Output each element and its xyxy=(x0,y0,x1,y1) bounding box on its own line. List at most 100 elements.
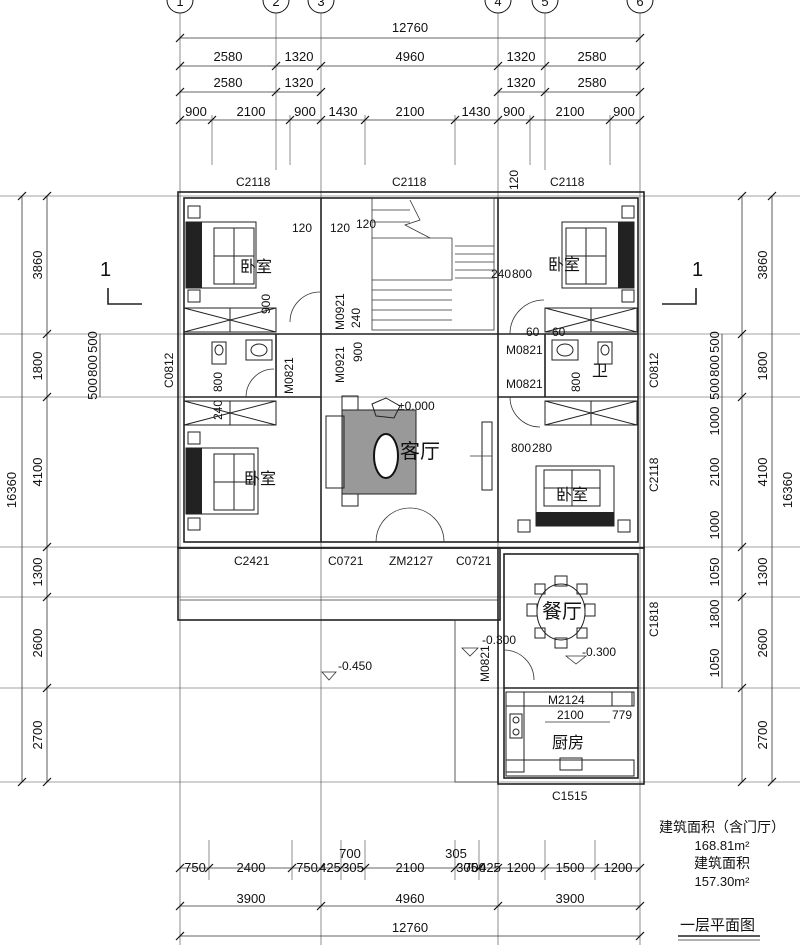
axis-4-label: 4 xyxy=(494,0,501,9)
dim-800-a: 800 xyxy=(211,372,225,392)
dim-left-6: 2700 xyxy=(30,721,45,750)
dim-right-dining-2: 1800 xyxy=(707,600,722,629)
dim-120-a: 120 xyxy=(292,221,312,235)
win-c0721-l: C0721 xyxy=(328,554,364,568)
dim-top-r3-7: 900 xyxy=(503,104,525,119)
win-c2118-r: C2118 xyxy=(647,457,661,492)
section-left-label: 1 xyxy=(100,259,111,281)
area-value-1: 168.81m² xyxy=(695,838,751,853)
dim-left-3: 4100 xyxy=(30,458,45,487)
dim-bot-7: 305 xyxy=(456,860,478,875)
dim-left-5: 2600 xyxy=(30,629,45,658)
win-c2118-tl: C2118 xyxy=(236,175,271,189)
dim-top-r3-1: 900 xyxy=(185,104,207,119)
section-right-label: 1 xyxy=(692,259,703,281)
dim-800-c: 800 xyxy=(569,372,583,392)
dim-top-r1-3: 4960 xyxy=(396,49,425,64)
win-c1818: C1818 xyxy=(647,601,661,637)
section-marks: 1 1 xyxy=(100,259,703,305)
drawing-title: 一层平面图 xyxy=(680,917,755,934)
area-value-2: 157.30m² xyxy=(695,874,751,889)
bedroom-bottom-left: 卧室 240 xyxy=(183,400,277,531)
dim-right-6: 2700 xyxy=(755,721,770,750)
win-c0812-l: C0812 xyxy=(162,352,176,388)
door-m0921-b: M0921 xyxy=(333,346,347,383)
dim-top-r1-4: 1320 xyxy=(507,49,536,64)
door-m0821-l: M0821 xyxy=(282,357,296,394)
bathroom-left: 800 xyxy=(211,339,275,398)
room-bedroom-top-right: 卧室 xyxy=(548,256,580,274)
dim-left-bath-1: 500 xyxy=(85,331,100,353)
bathroom-right: 卫 60 60 800 xyxy=(526,325,613,392)
dim-top-r3-2: 2100 xyxy=(237,104,266,119)
win-c1515: C1515 xyxy=(552,789,588,803)
bedroom-top-left: 卧室 120 120 900 xyxy=(183,205,350,333)
dim-bot-10: 1200 xyxy=(507,860,536,875)
right-dimensions: 16360 3860 1800 4100 1300 2600 2700 500 … xyxy=(707,191,795,787)
level-side: -0.300 xyxy=(582,645,616,659)
top-dimensions: 12760 2580 1320 4960 1320 2580 2580 1320… xyxy=(175,20,645,125)
dim-right-bed-2: 2100 xyxy=(707,458,722,487)
dim-120-d: 120 xyxy=(356,217,376,231)
win-c2118-tm: C2118 xyxy=(392,175,427,189)
dim-bot-extra-1: 700 xyxy=(339,846,361,861)
bedroom-bottom-right: 卧室 800 280 xyxy=(509,396,638,533)
walls xyxy=(177,191,645,785)
dim-bot-8: 700 xyxy=(464,860,486,875)
dim-bot-r2-2: 4960 xyxy=(396,891,425,906)
dim-left-bath-2: 800 xyxy=(85,355,100,377)
dim-bot-12: 1200 xyxy=(604,860,633,875)
dim-top-r3-4: 1430 xyxy=(329,104,358,119)
dim-right-bed-3: 1000 xyxy=(707,511,722,540)
dim-top-r2-3: 1320 xyxy=(507,75,536,90)
dim-900-a: 900 xyxy=(259,294,273,314)
level-dining: -0.300 xyxy=(482,633,516,647)
dim-left-4: 1300 xyxy=(30,558,45,587)
bedroom-top-right: 卧室 120 240 800 xyxy=(491,170,638,335)
dim-60-b: 60 xyxy=(552,325,566,339)
dim-bot-r2-1: 3900 xyxy=(237,891,266,906)
dim-280: 280 xyxy=(532,441,552,455)
dim-left-2: 1800 xyxy=(30,352,45,381)
living-room: 客厅 ±0.000 240 900 xyxy=(325,308,493,543)
dim-120-b: 120 xyxy=(330,221,350,235)
dim-right-bath-3: 500 xyxy=(707,378,722,400)
level-living: ±0.000 xyxy=(398,399,435,413)
dim-bot-9: 425 xyxy=(479,860,501,875)
dim-bot-overall: 12760 xyxy=(392,920,428,935)
dim-top-r3-6: 1430 xyxy=(462,104,491,119)
dim-top-overall: 12760 xyxy=(392,20,428,35)
dim-bot-2: 2400 xyxy=(237,860,266,875)
area-label-2: 建筑面积 xyxy=(694,855,750,871)
dim-bot-5: 305 xyxy=(342,860,364,875)
level-marks: -0.450 -0.300 xyxy=(321,633,516,681)
dim-left-bath-3: 500 xyxy=(85,378,100,400)
dim-top-r1-5: 2580 xyxy=(578,49,607,64)
coffee-table xyxy=(373,433,399,479)
dining-room: 餐厅 -0.300 xyxy=(503,575,616,681)
room-dining: 餐厅 xyxy=(542,600,582,623)
dim-240-a: 240 xyxy=(349,308,363,328)
axis-3-label: 3 xyxy=(317,0,324,9)
dim-right-bed-1: 1000 xyxy=(707,407,722,436)
staircase: 120 xyxy=(356,197,495,331)
dim-bot-1: 750 xyxy=(184,860,206,875)
room-kitchen: 厨房 xyxy=(552,734,584,752)
room-bedroom-top-left: 卧室 xyxy=(240,258,272,276)
dim-240-c: 240 xyxy=(211,400,225,420)
dim-top-r1-1: 2580 xyxy=(214,49,243,64)
dim-right-dining-1: 1050 xyxy=(707,558,722,587)
axis-markers: 1 2 3 4 5 6 xyxy=(166,0,654,14)
dim-right-1: 3860 xyxy=(755,251,770,280)
dim-120-c: 120 xyxy=(507,170,521,190)
bottom-dimensions: 750 2400 750 425 305 2100 305 700 425 12… xyxy=(175,846,645,941)
dim-left-overall: 16360 xyxy=(4,472,19,508)
dim-right-overall: 16360 xyxy=(780,472,795,508)
dim-right-5: 2600 xyxy=(755,629,770,658)
dim-top-r2-1: 2580 xyxy=(214,75,243,90)
axis-1-label: 1 xyxy=(176,0,183,9)
dim-left-1: 3860 xyxy=(30,251,45,280)
axis-2-label: 2 xyxy=(272,0,279,9)
room-bath-right: 卫 xyxy=(592,363,608,380)
dim-right-dining-3: 1050 xyxy=(707,649,722,678)
